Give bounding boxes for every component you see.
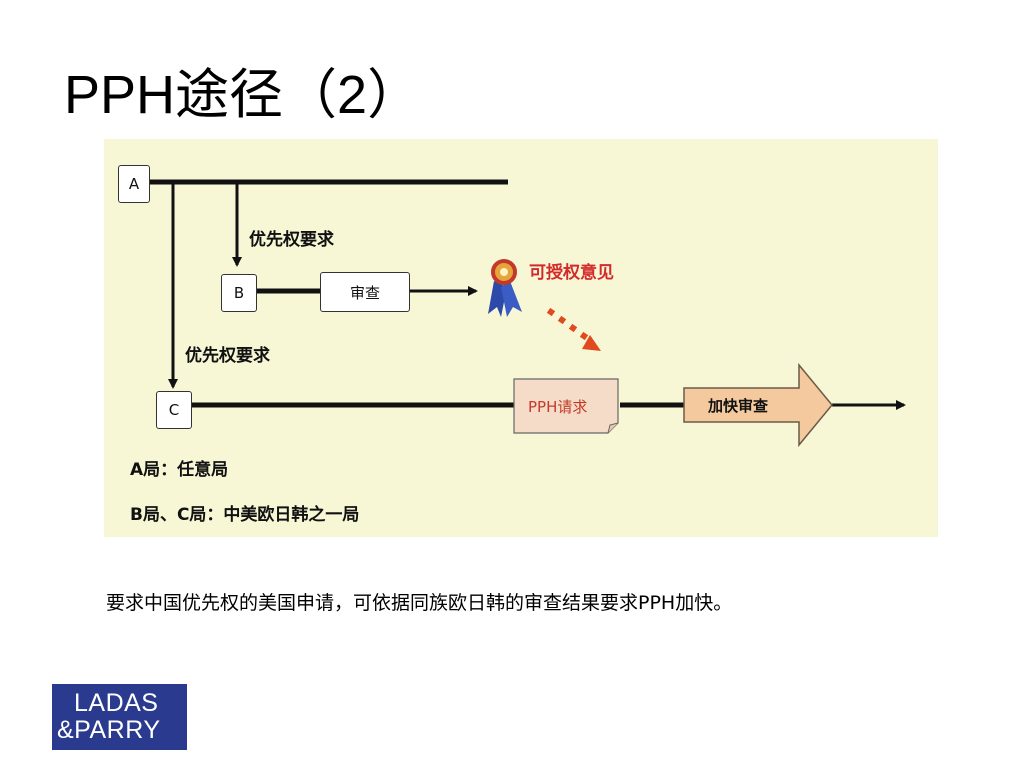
award-ribbon-icon — [488, 259, 522, 317]
logo-line-2: &PARRY — [57, 716, 161, 744]
dotted-red-arrow — [546, 307, 601, 351]
legend-offices-b-c: B局、C局：中美欧日韩之一局 — [130, 505, 360, 525]
ladas-parry-logo: LADAS &PARRY — [52, 684, 187, 750]
node-a: A — [118, 165, 150, 203]
node-exam: 审查 — [320, 272, 410, 312]
pph-flow-diagram: A B 审查 C 优先权要求 优先权要求 可授权意见 PPH请求 加快审查 A局… — [104, 139, 938, 537]
slide-caption: 要求中国优先权的美国申请，可依据同族欧日韩的审查结果要求PPH加快。 — [106, 592, 733, 614]
pph-request-label: PPH请求 — [528, 398, 588, 416]
priority-label-1: 优先权要求 — [249, 230, 334, 250]
node-b: B — [221, 274, 257, 312]
accelerated-exam-label: 加快审查 — [708, 397, 769, 415]
accelerated-exam-arrow — [683, 362, 833, 448]
pph-request-paper — [513, 378, 619, 434]
node-c: C — [156, 391, 192, 429]
legend-office-a: A局：任意局 — [130, 460, 229, 480]
flow-lines — [150, 179, 906, 448]
logo-line-1: LADAS — [74, 689, 159, 717]
priority-label-2: 优先权要求 — [185, 346, 270, 366]
allowable-opinion-label: 可授权意见 — [529, 263, 614, 283]
slide-title: PPH途径（2） — [64, 65, 422, 125]
